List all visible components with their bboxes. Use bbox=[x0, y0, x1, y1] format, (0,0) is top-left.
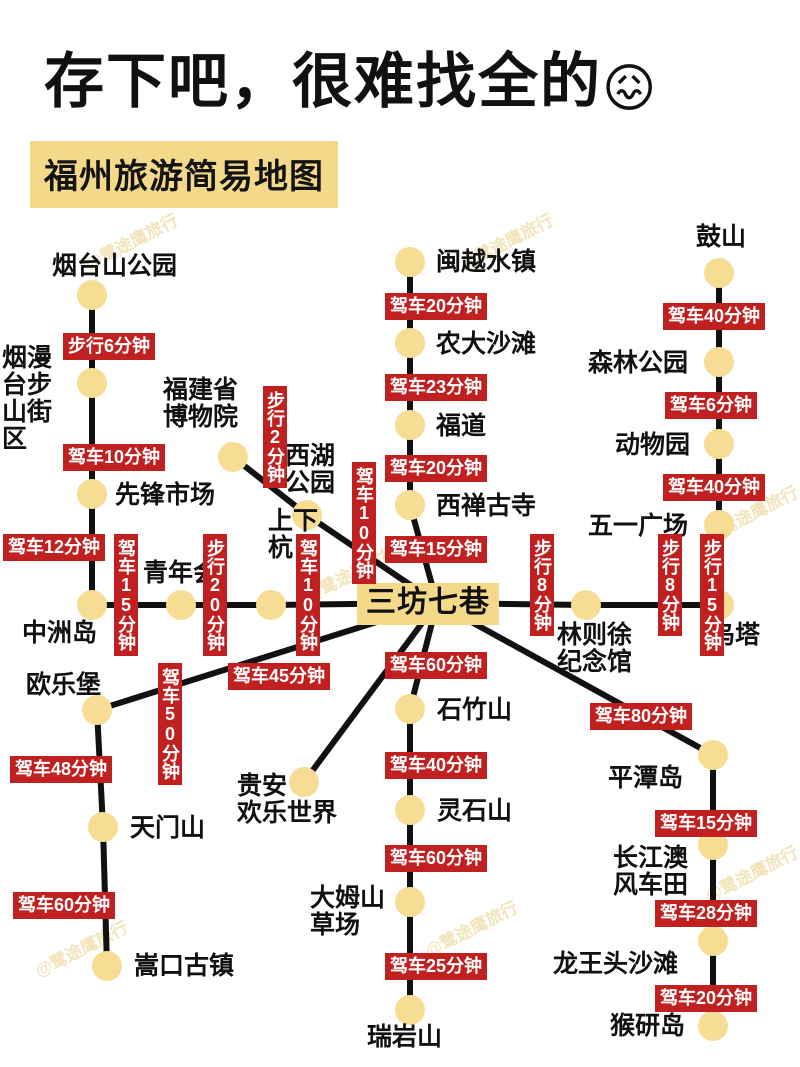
station-label-longwangtou-beach[interactable]: 龙王头沙滩 bbox=[553, 950, 679, 978]
station-label-zhongzhou-island[interactable]: 中洲岛 bbox=[22, 619, 98, 647]
station-label-pingtan-island[interactable]: 平潭岛 bbox=[608, 764, 684, 792]
station-dot[interactable] bbox=[88, 812, 118, 842]
station-label-xichan-temple[interactable]: 西禅古寺 bbox=[436, 492, 537, 520]
travel-time-chip: 驾车60分钟 bbox=[13, 892, 116, 920]
station-label-shangxiahang[interactable]: 上下 杭 bbox=[268, 507, 319, 562]
station-dot[interactable] bbox=[256, 590, 286, 620]
station-label-fujian-museum[interactable]: 福建省 博物院 bbox=[163, 376, 239, 431]
station-dot[interactable] bbox=[704, 258, 734, 288]
station-label-oulebao[interactable]: 欧乐堡 bbox=[26, 671, 102, 699]
station-dot[interactable] bbox=[698, 830, 728, 860]
travel-time-chip: 驾车20分钟 bbox=[655, 985, 758, 1013]
travel-time-chip: 驾车40分钟 bbox=[385, 752, 488, 780]
travel-time-chip: 步行20分钟 bbox=[203, 534, 227, 656]
station-label-changjiangao-windmill[interactable]: 长江澳 风车田 bbox=[613, 844, 689, 899]
station-label-guian-happy-world[interactable]: 贵安 欢乐世界 bbox=[237, 772, 338, 827]
station-label-lin-zexu-memorial[interactable]: 林则徐 纪念馆 bbox=[557, 621, 633, 676]
station-label-xihu-park[interactable]: 西湖 公园 bbox=[285, 442, 336, 497]
station-dot[interactable] bbox=[77, 368, 107, 398]
station-dot[interactable] bbox=[395, 795, 425, 825]
travel-time-chip: 驾车45分钟 bbox=[228, 663, 331, 691]
station-dot[interactable] bbox=[698, 740, 728, 770]
station-dot[interactable] bbox=[698, 926, 728, 956]
station-label-damu-mountain-meadow[interactable]: 大姆山 草场 bbox=[310, 884, 386, 939]
travel-time-chip: 驾车15分钟 bbox=[385, 536, 488, 564]
station-dot[interactable] bbox=[698, 1011, 728, 1041]
travel-time-chip: 步行15分钟 bbox=[700, 534, 724, 656]
station-dot[interactable] bbox=[395, 410, 425, 440]
station-label-nongda-beach[interactable]: 农大沙滩 bbox=[436, 330, 537, 358]
travel-time-chip: 驾车60分钟 bbox=[385, 652, 488, 680]
station-dot[interactable] bbox=[77, 590, 107, 620]
confounded-face-emoji: 😖 bbox=[602, 60, 659, 118]
travel-time-chip: 驾车28分钟 bbox=[655, 900, 758, 928]
travel-time-chip: 步行6分钟 bbox=[63, 333, 156, 361]
station-label-yantaishan-mantbu[interactable]: 烟漫 台步 山街 区 bbox=[2, 344, 53, 453]
page-title: 存下吧，很难找全的😖 bbox=[44, 33, 658, 120]
travel-time-chip: 驾车40分钟 bbox=[663, 303, 766, 331]
travel-time-chip: 驾车6分钟 bbox=[665, 392, 758, 420]
station-dot[interactable] bbox=[218, 442, 248, 472]
travel-time-chip: 驾车10分钟 bbox=[352, 462, 376, 584]
travel-time-chip: 步行8分钟 bbox=[530, 534, 554, 636]
travel-time-chip: 步行2分钟 bbox=[263, 386, 287, 488]
travel-time-chip: 驾车12分钟 bbox=[3, 534, 106, 562]
station-dot[interactable] bbox=[395, 887, 425, 917]
station-dot[interactable] bbox=[395, 995, 425, 1025]
station-label-songkou-ancient-town[interactable]: 嵩口古镇 bbox=[134, 952, 235, 980]
station-dot[interactable] bbox=[395, 490, 425, 520]
station-label-xianfeng-market[interactable]: 先锋市场 bbox=[115, 481, 216, 509]
travel-time-chip: 驾车10分钟 bbox=[63, 444, 166, 472]
station-dot[interactable] bbox=[166, 590, 196, 620]
travel-time-chip: 驾车15分钟 bbox=[655, 810, 758, 838]
station-label-ruiyan-mountain[interactable]: 瑞岩山 bbox=[367, 1023, 443, 1051]
travel-time-chip: 驾车80分钟 bbox=[590, 703, 693, 731]
travel-time-chip: 驾车20分钟 bbox=[385, 293, 488, 321]
station-label-lingshi-mountain[interactable]: 灵石山 bbox=[437, 797, 513, 825]
station-dot[interactable] bbox=[395, 247, 425, 277]
station-label-zoo[interactable]: 动物园 bbox=[615, 431, 691, 459]
travel-time-chip: 驾车20分钟 bbox=[385, 455, 488, 483]
station-dot[interactable] bbox=[292, 500, 322, 530]
travel-time-chip: 驾车15分钟 bbox=[114, 534, 138, 656]
station-dot[interactable] bbox=[704, 429, 734, 459]
page-title-text: 存下吧，很难找全的 bbox=[44, 48, 602, 115]
station-label-sanfang-qixiang[interactable]: 三坊七巷 bbox=[357, 583, 499, 626]
station-dot[interactable] bbox=[395, 328, 425, 358]
station-dot[interactable] bbox=[82, 695, 112, 725]
station-dot[interactable] bbox=[289, 767, 319, 797]
travel-time-chip: 驾车23分钟 bbox=[385, 374, 488, 402]
travel-time-chip: 驾车25分钟 bbox=[385, 953, 488, 981]
station-label-fudao[interactable]: 福道 bbox=[436, 412, 487, 440]
travel-time-chip: 驾车10分钟 bbox=[296, 534, 320, 656]
travel-time-chip: 驾车40分钟 bbox=[663, 474, 766, 502]
page-subtitle: 福州旅游简易地图 bbox=[30, 141, 338, 208]
station-dot[interactable] bbox=[395, 694, 425, 724]
route-line bbox=[301, 600, 440, 785]
station-label-shizhu-mountain[interactable]: 石竹山 bbox=[437, 696, 513, 724]
station-label-houyan-island[interactable]: 猴研岛 bbox=[610, 1012, 686, 1040]
station-label-yantaishan-park[interactable]: 烟台山公园 bbox=[52, 252, 178, 280]
station-dot[interactable] bbox=[571, 590, 601, 620]
station-dot[interactable] bbox=[704, 510, 734, 540]
station-label-forest-park[interactable]: 森林公园 bbox=[588, 349, 689, 377]
travel-time-chip: 步行8分钟 bbox=[658, 534, 682, 636]
station-label-gushan[interactable]: 鼓山 bbox=[696, 223, 747, 251]
station-dot[interactable] bbox=[92, 951, 122, 981]
travel-time-chip: 驾车50分钟 bbox=[158, 663, 182, 785]
station-dot[interactable] bbox=[704, 347, 734, 377]
station-dot[interactable] bbox=[77, 479, 107, 509]
station-label-tianmen-mountain[interactable]: 天门山 bbox=[130, 814, 206, 842]
station-dot[interactable] bbox=[77, 280, 107, 310]
travel-time-chip: 驾车60分钟 bbox=[385, 845, 488, 873]
travel-time-chip: 驾车48分钟 bbox=[10, 756, 113, 784]
station-label-minyue-water-town[interactable]: 闽越水镇 bbox=[436, 248, 537, 276]
